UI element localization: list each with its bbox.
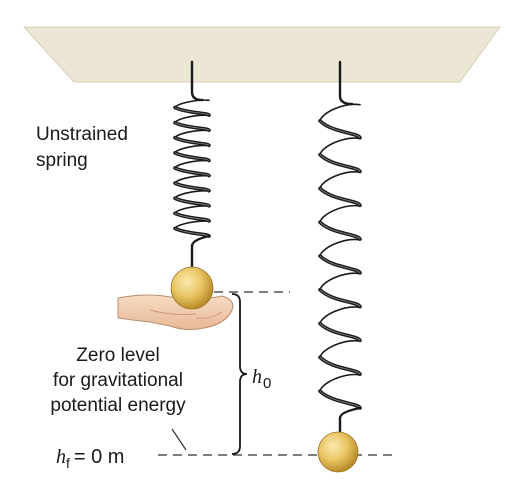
zero-level-leader-line	[171, 428, 187, 451]
zero-level-label: Zero level for gravitational potential e…	[22, 343, 214, 418]
ball-initial	[170, 266, 214, 310]
unstrained-label-line2: spring	[36, 150, 88, 171]
stretched-spring	[318, 60, 362, 434]
h0-symbol: h	[252, 366, 262, 388]
ceiling	[22, 26, 501, 83]
zero-label-line2: for gravitational	[53, 370, 183, 391]
ball-final	[317, 431, 359, 473]
unstrained-spring-back-coils	[174, 99, 210, 230]
h0-brace	[231, 293, 248, 455]
stretched-spring-back-coils	[319, 103, 361, 392]
unstrained-spring	[173, 60, 211, 270]
unstrained-spring-bottom-lead	[190, 234, 211, 270]
h0-label: h0	[252, 366, 272, 392]
hf-value: = 0 m	[73, 446, 125, 468]
unstrained-spring-coil-highlight	[174, 107, 210, 237]
h0-subscript: 0	[263, 375, 272, 392]
unstrained-label-line1: Unstrained	[36, 124, 128, 145]
hf-symbol: h	[56, 446, 66, 468]
zero-label-line3: potential energy	[50, 395, 186, 416]
hf-label: hf= 0 m	[56, 446, 125, 471]
hf-subscript: f	[66, 455, 70, 471]
stretched-spring-bottom-lead	[338, 406, 362, 434]
unstrained-spring-label: Unstrained spring	[36, 122, 128, 174]
zero-label-line1: Zero level	[76, 345, 160, 366]
stretched-spring-coil-highlight	[319, 120, 361, 409]
stretched-spring-front-coils	[318, 119, 362, 410]
